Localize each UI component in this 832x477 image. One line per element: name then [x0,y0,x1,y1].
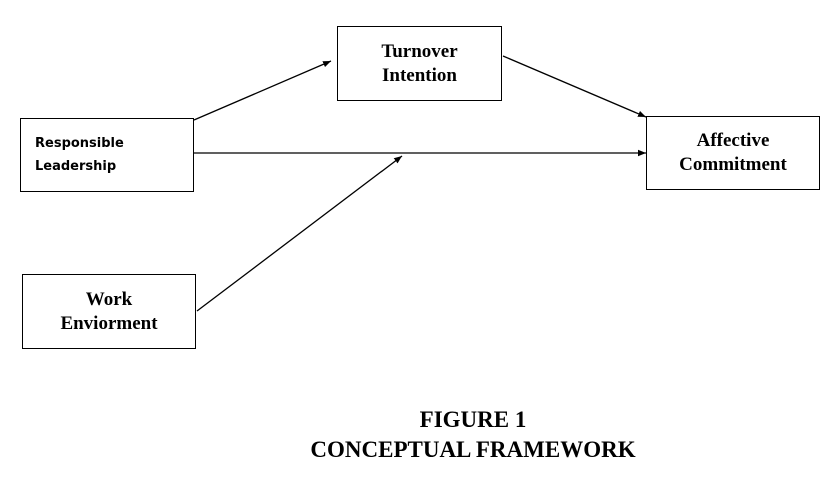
arrow-turnover-to-affective [502,55,647,118]
responsible-leadership-box: Responsible Leadership [20,118,194,192]
work-environment-label-line2: Enviorment [60,312,158,334]
work-environment-label-line1: Work [85,288,133,310]
affective-commitment-label-line2: Commitment [679,154,787,175]
affective-commitment-label-line1: Affective [696,130,770,151]
turnover-intention-box: Turnover Intention [337,26,502,101]
turnover-intention-label-line1: Turnover [381,40,458,62]
affective-commitment-box: Affective Commitment [646,116,820,190]
work-environment-box: Work Enviorment [22,274,196,349]
figure-title: CONCEPTUAL FRAMEWORK [310,437,636,462]
arrow-leadership-to-turnover [193,60,332,121]
responsible-leadership-label-line2: Leadership [35,159,117,174]
turnover-intention-label-line2: Intention [382,64,457,86]
arrow-work-environment-to-path [196,155,403,312]
figure-number: FIGURE 1 [419,407,527,432]
responsible-leadership-label-line1: Responsible [35,136,124,151]
